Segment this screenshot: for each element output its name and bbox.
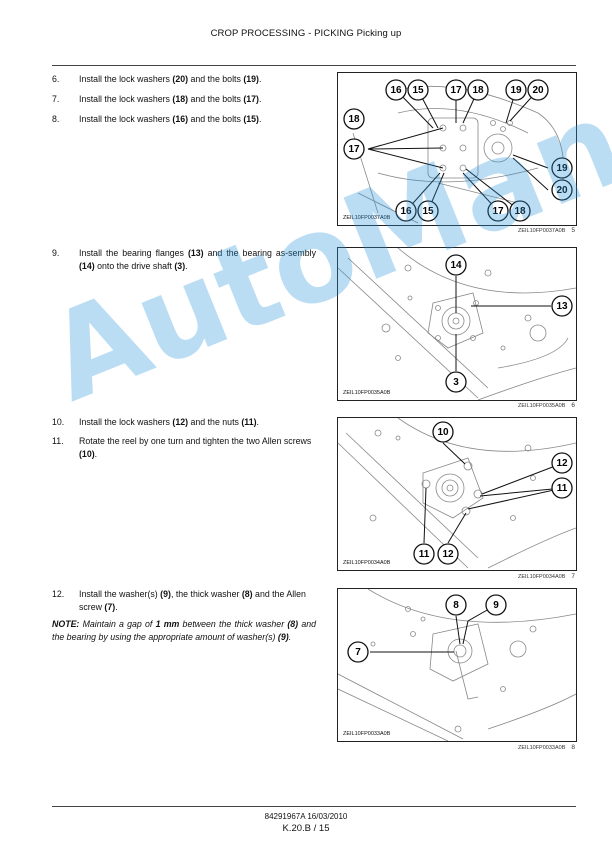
callout-7: 7	[347, 641, 369, 663]
step-11: 11. Rotate the reel by one turn and tigh…	[52, 436, 312, 459]
svg-text:17: 17	[348, 144, 360, 155]
svg-text:19: 19	[510, 85, 522, 96]
step-7: 7. Install the lock washers (18) and the…	[52, 94, 262, 104]
figure-7-id: ZEIL10FP0034A0B	[342, 560, 392, 566]
header-rule	[52, 65, 576, 66]
callout-11: 11	[413, 543, 435, 565]
figure-6-id: ZEIL10FP0035A0B	[342, 390, 392, 396]
svg-text:7: 7	[355, 647, 361, 658]
callout-17: 17	[445, 79, 467, 101]
svg-text:11: 11	[419, 549, 430, 560]
svg-text:10: 10	[437, 427, 449, 438]
callout-15: 15	[417, 200, 439, 222]
svg-text:3: 3	[453, 377, 459, 388]
callout-18: 18	[467, 79, 489, 101]
callout-11: 11	[551, 477, 573, 499]
callout-15: 15	[407, 79, 429, 101]
svg-text:8: 8	[453, 600, 459, 611]
figure-6: 14 13 3 ZEIL10FP0035A0B	[337, 247, 577, 401]
footer-doc-id: 84291967A 16/03/2010	[264, 812, 348, 821]
svg-text:20: 20	[556, 185, 568, 196]
footer-rule	[52, 806, 576, 807]
callout-18: 18	[509, 200, 531, 222]
svg-text:15: 15	[422, 206, 434, 217]
footer-page-number: K.20.B / 15	[282, 823, 330, 834]
callout-14: 14	[445, 254, 467, 276]
callout-9: 9	[485, 594, 507, 616]
svg-text:9: 9	[493, 600, 499, 611]
note-paragraph: NOTE: Maintain a gap of 1 mm between the…	[52, 619, 316, 642]
figure-8: 8 9 7 ZEIL10FP0033A0B	[337, 588, 577, 742]
callout-3: 3	[445, 371, 467, 393]
svg-text:18: 18	[472, 85, 484, 96]
step-9: 9. Install the bearing flanges (13) and …	[52, 248, 316, 271]
callout-13: 13	[551, 295, 573, 317]
svg-text:18: 18	[514, 206, 526, 217]
svg-text:17: 17	[450, 85, 462, 96]
callout-10: 10	[432, 421, 454, 443]
callout-19: 19	[505, 79, 527, 101]
callout-19: 19	[551, 157, 573, 179]
svg-text:19: 19	[556, 163, 568, 174]
step-12: 12. Install the washer(s) (9), the thick…	[52, 589, 306, 612]
svg-text:17: 17	[492, 206, 504, 217]
step-6: 6. Install the lock washers (20) and the…	[52, 74, 262, 84]
callout-18: 18	[343, 108, 365, 130]
figure-5-id: ZEIL10FP0037A0B	[342, 215, 392, 221]
svg-text:16: 16	[400, 206, 412, 217]
callout-16: 16	[385, 79, 407, 101]
svg-text:13: 13	[556, 301, 568, 312]
svg-text:12: 12	[556, 458, 568, 469]
step-8: 8. Install the lock washers (16) and the…	[52, 114, 262, 124]
callout-20: 20	[551, 179, 573, 201]
svg-text:20: 20	[532, 85, 544, 96]
svg-text:11: 11	[557, 483, 568, 494]
figure-8-id: ZEIL10FP0033A0B	[342, 731, 392, 737]
figure-7: 10 12 11 11 12 ZEIL10FP0034A0B	[337, 417, 577, 571]
callout-12: 12	[551, 452, 573, 474]
callout-12: 12	[437, 543, 459, 565]
page-header: CROP PROCESSING - PICKING Picking up	[210, 28, 402, 39]
svg-text:12: 12	[442, 549, 454, 560]
callout-8: 8	[445, 594, 467, 616]
svg-text:14: 14	[450, 260, 462, 271]
svg-text:18: 18	[348, 114, 360, 125]
svg-text:16: 16	[390, 85, 402, 96]
figure-5: 16 15 17 18 19 20 18 17 19 20 16 15 17 18 ZEIL10FP003…	[337, 72, 577, 226]
callout-20: 20	[527, 79, 549, 101]
callout-17: 17	[343, 138, 365, 160]
step-10: 10. Install the lock washers (12) and th…	[52, 417, 259, 427]
callout-16: 16	[395, 200, 417, 222]
svg-text:15: 15	[412, 85, 424, 96]
callout-17: 17	[487, 200, 509, 222]
